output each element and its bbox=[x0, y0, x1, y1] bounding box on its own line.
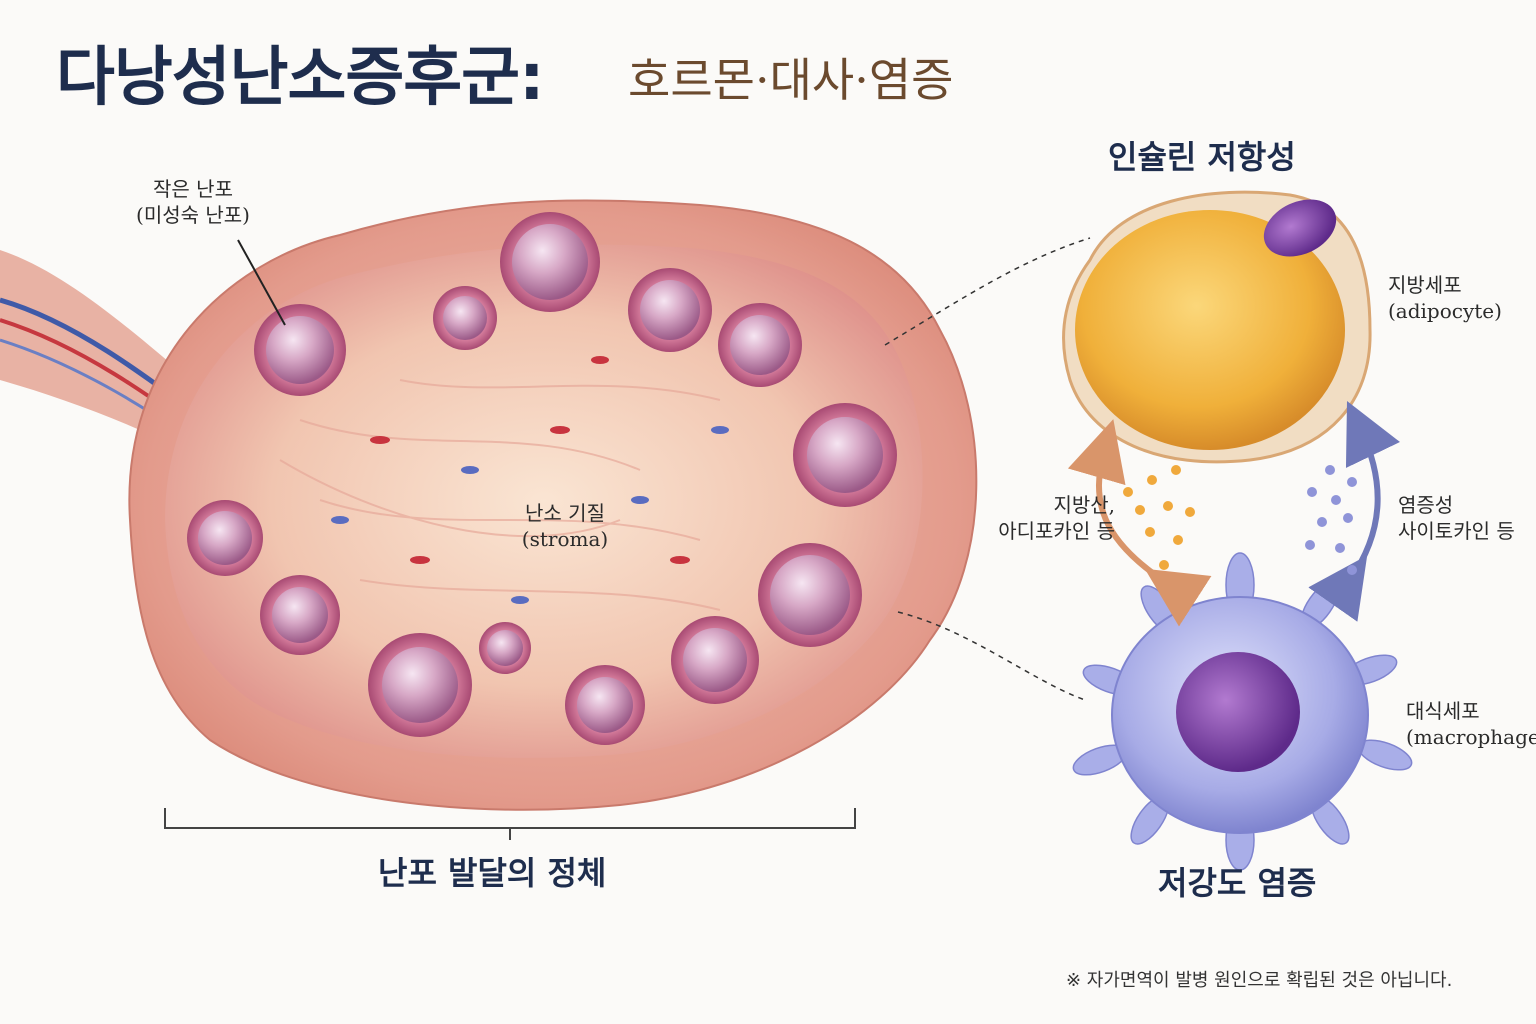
follicle bbox=[500, 212, 600, 312]
stroma-label: 난소 기질 (stroma) bbox=[500, 500, 630, 552]
follicle bbox=[260, 575, 340, 655]
macrophage-cell bbox=[1072, 552, 1413, 871]
macrophage-label-line1: 대식세포 bbox=[1406, 699, 1480, 723]
cytokine-label-line2: 사이토카인 등 bbox=[1398, 519, 1515, 543]
adipocyte-cell bbox=[1062, 190, 1372, 464]
fatty-acid-label: 지방산, 아디포카인 등 bbox=[975, 492, 1115, 544]
follicle bbox=[368, 633, 472, 737]
page-subtitle: 호르몬·대사·염증 bbox=[628, 53, 954, 107]
follicle bbox=[565, 665, 645, 745]
adipocyte-label-line1: 지방세포 bbox=[1388, 273, 1462, 297]
small-follicle-pointer bbox=[237, 239, 286, 326]
cytokine-dots bbox=[1305, 465, 1357, 575]
stroma-label-line1: 난소 기질 bbox=[525, 501, 605, 525]
follicle bbox=[758, 543, 862, 647]
follicle bbox=[718, 303, 802, 387]
macrophage-label: 대식세포 (macrophage) bbox=[1406, 698, 1536, 750]
stroma-fibres bbox=[279, 379, 721, 611]
adipocyte-nucleus bbox=[1263, 199, 1337, 257]
follicle bbox=[479, 622, 531, 674]
small-follicle-label: 작은 난포 (미성숙 난포) bbox=[118, 176, 268, 228]
follicle bbox=[671, 616, 759, 704]
cytokine-label: 염증성 사이토카인 등 bbox=[1398, 492, 1515, 544]
low-grade-inflammation-heading: 저강도 염증 bbox=[1158, 864, 1317, 902]
follicle bbox=[793, 403, 897, 507]
footnote: ※ 자가면역이 발병 원인으로 확립된 것은 아닙니다. bbox=[1066, 970, 1453, 991]
follicle bbox=[187, 500, 263, 576]
insulin-resistance-heading: 인슐린 저항성 bbox=[1108, 138, 1296, 176]
fatty-acid-label-line2: 아디포카인 등 bbox=[998, 519, 1115, 543]
follicle bbox=[628, 268, 712, 352]
macrophage-nucleus bbox=[1176, 652, 1300, 772]
fatty-acid-dots bbox=[1123, 465, 1195, 570]
connector-to-adipocyte bbox=[884, 237, 1091, 346]
small-follicle-label-line2: (미성숙 난포) bbox=[136, 203, 250, 227]
macrophage-label-line2: (macrophage) bbox=[1406, 725, 1536, 749]
arrow-fatty-acid bbox=[1067, 419, 1212, 627]
arrow-cytokine bbox=[1308, 400, 1401, 622]
fatty-acid-label-line1: 지방산, bbox=[1053, 493, 1115, 517]
follicle bbox=[254, 304, 346, 396]
follicle bbox=[433, 286, 497, 350]
page-title: 다낭성난소증후군: bbox=[56, 41, 545, 115]
follicle-arrest-heading: 난포 발달의 정체 bbox=[378, 854, 607, 892]
cytokine-label-line1: 염증성 bbox=[1398, 493, 1454, 517]
ovary-cross-section bbox=[128, 199, 978, 811]
stroma-cells bbox=[331, 356, 729, 604]
stroma-label-line2: (stroma) bbox=[521, 527, 609, 551]
adipocyte-label: 지방세포 (adipocyte) bbox=[1388, 272, 1502, 324]
adipocyte-label-line2: (adipocyte) bbox=[1388, 299, 1502, 323]
follicle-arrest-bracket bbox=[164, 808, 856, 840]
follicles bbox=[187, 212, 897, 745]
small-follicle-label-line1: 작은 난포 bbox=[153, 177, 233, 201]
